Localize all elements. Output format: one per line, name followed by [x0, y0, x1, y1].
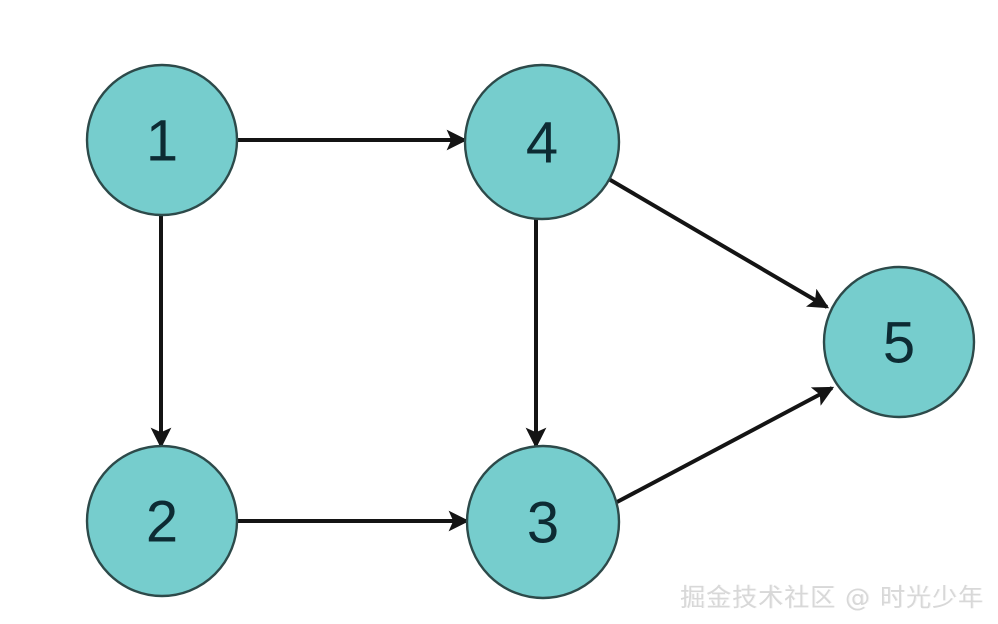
node-1[interactable]: 1	[85, 63, 239, 217]
nodes-layer: 1 4 5 2 3	[85, 63, 976, 600]
node-4-circle[interactable]	[463, 63, 621, 221]
node-5-label: 5	[883, 311, 915, 376]
node-3-circle[interactable]	[465, 444, 621, 600]
node-5-circle[interactable]	[822, 265, 976, 419]
node-1-circle[interactable]	[85, 63, 239, 217]
node-4-label: 4	[526, 111, 558, 176]
watermark-text: 掘金技术社区 @ 时光少年	[680, 583, 984, 612]
node-4[interactable]: 4	[463, 63, 621, 221]
node-3-label: 3	[527, 491, 559, 556]
edges-layer	[150, 129, 835, 532]
node-1-label: 1	[146, 109, 178, 174]
node-3[interactable]: 3	[465, 444, 621, 600]
node-2-label: 2	[146, 490, 178, 555]
node-5[interactable]: 5	[822, 265, 976, 419]
edge-3-to-5	[616, 386, 835, 504]
node-2[interactable]: 2	[85, 444, 239, 598]
node-2-circle[interactable]	[85, 444, 239, 598]
edge-4-to-5	[605, 176, 830, 309]
